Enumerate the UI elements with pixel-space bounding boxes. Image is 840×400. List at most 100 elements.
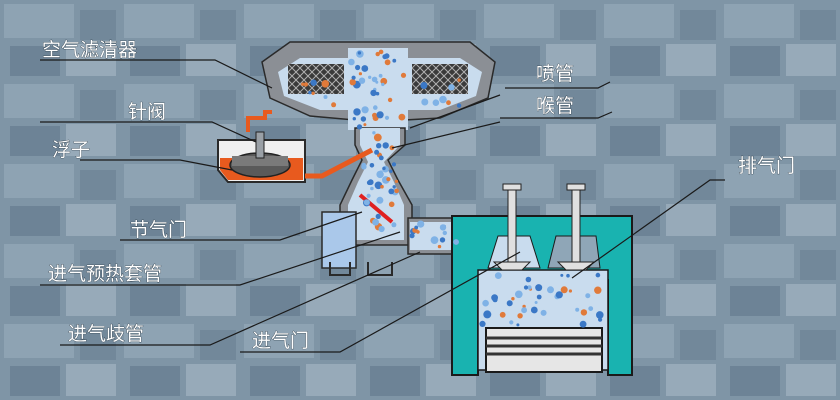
mixture-bubble (560, 286, 568, 294)
mixture-bubble (417, 220, 425, 228)
engine-block (451, 183, 633, 376)
label-throttle: 节气门 (130, 219, 187, 241)
mixture-bubble (596, 311, 604, 319)
mixture-bubble (375, 51, 380, 57)
mixture-bubble (374, 149, 380, 155)
mixture-bubble (394, 179, 399, 183)
mixture-bubble (482, 299, 489, 307)
mixture-bubble (382, 166, 386, 171)
mixture-bubble (575, 307, 580, 312)
mixture-bubble (389, 145, 395, 151)
mixture-bubble (398, 113, 406, 121)
mixture-bubble (595, 272, 601, 278)
mixture-bubble (392, 185, 396, 189)
mixture-bubble (308, 90, 312, 95)
mixture-bubble (437, 244, 442, 249)
mixture-bubble (353, 108, 361, 116)
mixture-bubble (598, 317, 603, 322)
mixture-bubble (555, 291, 563, 299)
mixture-bubble (448, 84, 455, 91)
label-air-filter: 空气滤清器 (42, 39, 137, 61)
mixture-bubble (400, 72, 407, 78)
mixture-bubble (499, 311, 506, 318)
label-preheat-jacket: 进气预热套管 (48, 263, 162, 285)
mixture-bubble (376, 143, 382, 149)
mixture-bubble (369, 163, 375, 168)
mixture-bubble (535, 284, 543, 292)
mixture-bubble (580, 309, 588, 316)
piston (485, 327, 603, 373)
mixture-bubble (566, 273, 570, 278)
mixture-bubble (373, 133, 382, 142)
mixture-bubble (388, 201, 395, 208)
label-jet-tube: 喷管 (536, 63, 574, 85)
mixture-bubble (386, 177, 391, 182)
mixture-bubble (387, 97, 393, 103)
mixture-bubble (414, 225, 419, 230)
mixture-bubble (381, 82, 385, 87)
mixture-bubble (376, 196, 384, 204)
mixture-bubble (534, 301, 538, 304)
mixture-bubble (378, 155, 384, 161)
mixture-bubble (523, 285, 529, 290)
mixture-bubble (321, 80, 330, 88)
mixture-bubble (357, 51, 362, 55)
label-venturi: 喉管 (536, 95, 574, 117)
mixture-bubble (392, 58, 397, 63)
mixture-bubble (363, 123, 367, 127)
mixture-bubble (375, 213, 381, 219)
mixture-bubble (511, 297, 515, 301)
mixture-bubble (349, 79, 356, 86)
mixture-bubble (388, 188, 395, 195)
mixture-bubble (409, 233, 415, 239)
mixture-bubble (585, 293, 591, 299)
mixture-bubble (371, 76, 378, 83)
mixture-bubble (588, 306, 594, 311)
exhaust-valve (556, 183, 596, 271)
mixture-bubble (453, 239, 459, 245)
mixture-bubble (384, 115, 390, 120)
mixture-bubble (391, 222, 397, 228)
mixture-bubble (372, 131, 376, 135)
mixture-bubble (506, 300, 513, 307)
mixture-bubble (323, 95, 328, 99)
mixture-bubble (361, 65, 369, 72)
mixture-bubble (363, 199, 370, 206)
mixture-bubble (378, 49, 384, 55)
mixture-bubble (494, 272, 502, 279)
filter-mesh-left (288, 64, 344, 94)
leader-lines (40, 59, 725, 353)
mixture-bubble (361, 162, 367, 168)
mixture-bubble (420, 82, 428, 89)
mixture-bubble (391, 162, 397, 167)
mixture-bubble (358, 77, 366, 84)
mixture-bubble (536, 294, 542, 300)
mixture-bubble (380, 184, 384, 189)
mixture-bubble (430, 236, 439, 245)
mixture-bubble (560, 273, 564, 277)
mixture-bubble (370, 186, 374, 191)
mixture-bubble (356, 124, 363, 130)
mixture-bubble (432, 99, 440, 106)
mixture-bubble (311, 91, 315, 96)
mixture-bubble (378, 73, 383, 78)
mixture-bubble (394, 188, 399, 194)
air-filter (261, 41, 496, 130)
mixture-bubble (360, 116, 367, 122)
mixture-bubble (439, 95, 447, 104)
mixture-bubble (479, 320, 486, 327)
mixture-bubble (579, 320, 587, 328)
mixture-bubble (516, 323, 520, 327)
mixture-bubble (382, 142, 389, 149)
mixture-bubble (331, 102, 337, 108)
mixture-bubble (367, 179, 374, 186)
fuel-inlet-pipe (246, 110, 272, 132)
label-intake-manifold: 进气歧管 (68, 323, 144, 345)
mixture-bubble (446, 100, 451, 106)
mixture-bubble (527, 285, 532, 290)
mixture-bubble (517, 313, 523, 319)
mixture-bubble (370, 89, 377, 97)
fuel-jet-line (305, 147, 374, 179)
mixture-bubble (373, 105, 378, 110)
preheat-jacket (321, 211, 393, 276)
